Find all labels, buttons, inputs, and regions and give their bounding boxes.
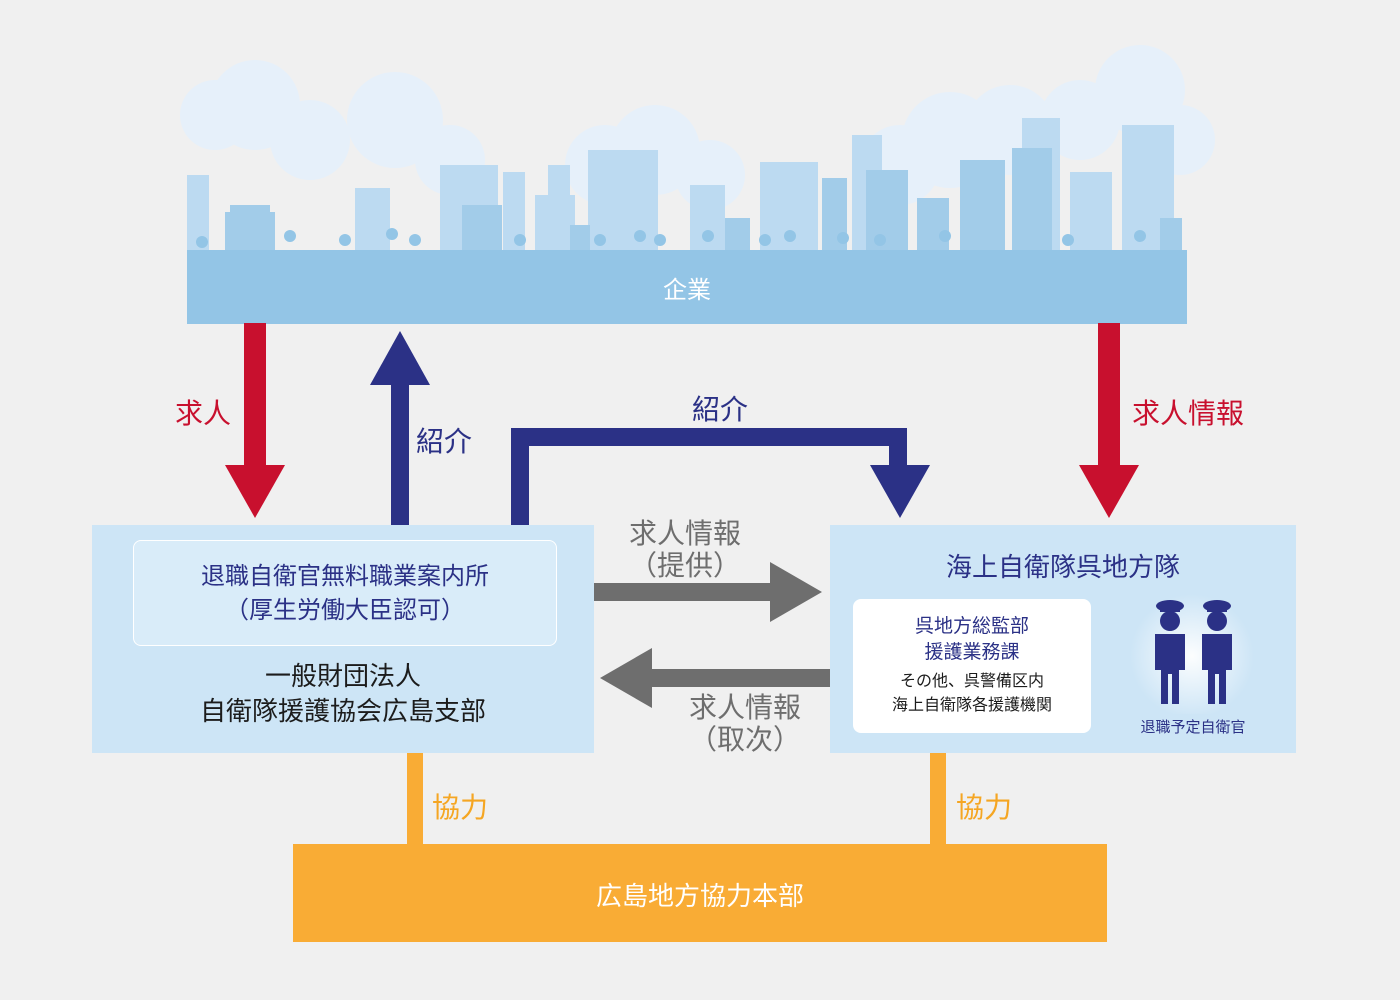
relay-arrow-head — [600, 648, 652, 708]
intro-up-arrow-head — [370, 331, 430, 385]
job-offer-label: 求人 — [175, 397, 232, 430]
job-info-arrow-head — [1079, 465, 1139, 518]
skyline-illustration — [180, 45, 1215, 324]
job-info-relay-line2: （取次） — [688, 723, 801, 756]
relay-arrow-shaft — [650, 669, 830, 687]
right-organization-title: 海上自衛隊呉地方隊 — [945, 553, 1180, 583]
left-org-name-line2: 自衛隊援護協会広島支部 — [199, 697, 486, 727]
coop-left-connector — [407, 753, 423, 845]
job-info-relay-label: 求人情報 （取次） — [665, 692, 825, 756]
intro-up-arrow-shaft — [391, 383, 409, 525]
provide-arrow-shaft — [594, 583, 774, 601]
officers-label: 退職予定自衛官 — [1140, 718, 1246, 736]
card-line4: 海上自衛隊各援護機関 — [891, 695, 1052, 714]
card-line2: 援護業務課 — [924, 641, 1020, 663]
foreground-buildings — [225, 148, 1182, 255]
company-ground-band — [187, 250, 1187, 324]
intro-over-arrow-shaft — [511, 428, 907, 525]
job-info-provide-line2: （提供） — [628, 549, 741, 582]
intro-up-label: 紹介 — [416, 425, 473, 458]
intro-over-label: 紹介 — [692, 393, 749, 426]
office-authorization: （厚生労働大臣認可） — [225, 596, 465, 624]
trees — [196, 228, 1146, 248]
left-org-name-line1: 一般財団法人 — [264, 662, 421, 692]
job-info-label: 求人情報 — [1132, 397, 1245, 430]
office-name: 退職自衛官無料職業案内所 — [201, 562, 489, 590]
job-offer-arrow-head — [225, 465, 285, 518]
card-line3: その他、呉警備区内 — [899, 671, 1044, 690]
job-offer-arrow-shaft — [244, 323, 266, 468]
support-office-card: 呉地方総監部 援護業務課 その他、呉警備区内 海上自衛隊各援護機関 — [853, 599, 1091, 733]
coop-right-connector — [930, 753, 946, 845]
job-info-provide-label: 求人情報 （提供） — [605, 518, 765, 582]
officer-icon — [1130, 594, 1254, 714]
hq-box — [293, 844, 1107, 942]
intro-over-arrow-head — [870, 465, 930, 518]
employment-office-box: 退職自衛官無料職業案内所 （厚生労働大臣認可） — [133, 540, 557, 646]
coop-left-label: 協力 — [432, 791, 489, 824]
coop-right-label: 協力 — [956, 791, 1013, 824]
job-info-arrow-shaft — [1098, 323, 1120, 468]
job-info-provide-line1: 求人情報 — [628, 517, 741, 550]
hq-label: 広島地方協力本部 — [595, 882, 804, 912]
left-organization-name: 一般財団法人 自衛隊援護協会広島支部 — [92, 660, 594, 730]
company-label: 企業 — [663, 276, 711, 304]
provide-arrow-head — [770, 562, 822, 622]
job-info-relay-line1: 求人情報 — [688, 691, 801, 724]
card-line1: 呉地方総監部 — [914, 615, 1029, 637]
